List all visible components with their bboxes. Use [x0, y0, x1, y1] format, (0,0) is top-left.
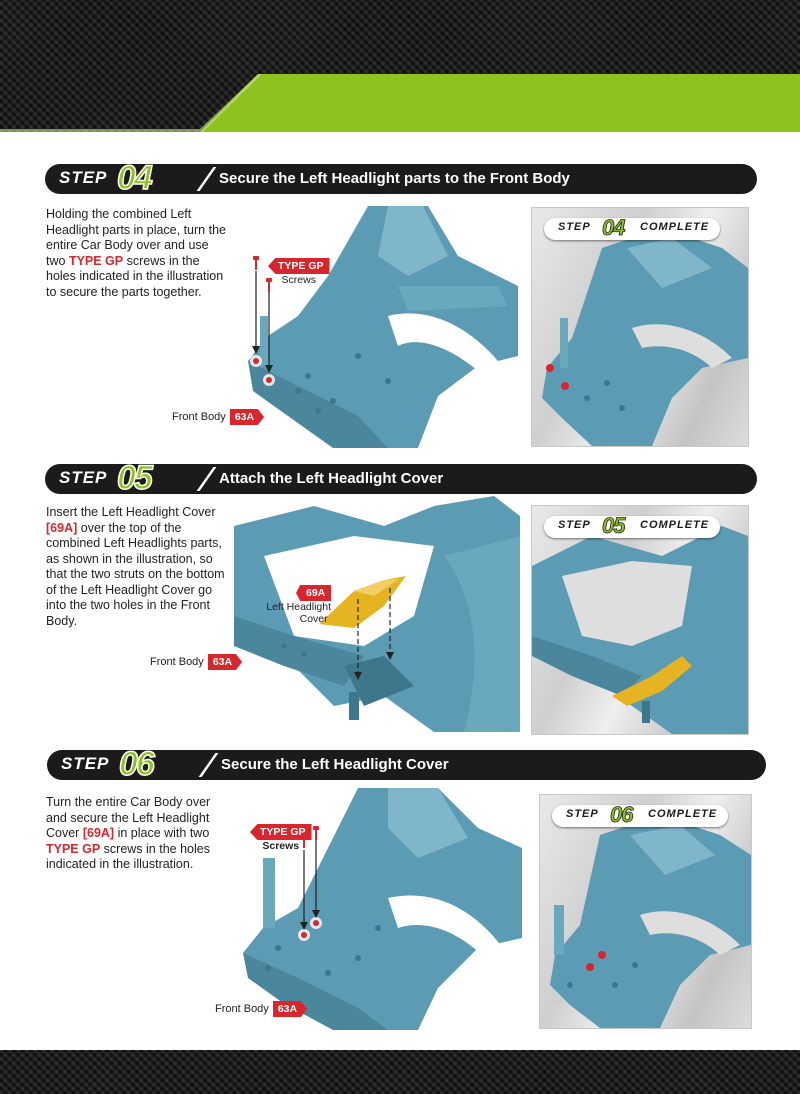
- instr-text: Turn the entire Car Body over and secure…: [46, 795, 211, 840]
- step-05-complete-panel: STEP 05 COMPLETE: [531, 505, 749, 735]
- step-04-title: Secure the Left Headlight parts to the F…: [219, 170, 570, 187]
- badge-number: 05: [602, 513, 626, 539]
- step-05-word: STEP: [59, 468, 108, 487]
- instr-text: in place with two: [114, 826, 210, 840]
- body-name: Front Body: [150, 656, 204, 668]
- step-05-illustration: [234, 496, 520, 732]
- step-04-instructions: Holding the combined Left Headlight part…: [46, 207, 226, 300]
- body-name: Front Body: [172, 411, 226, 423]
- step-06-complete-badge: STEP 06 COMPLETE: [552, 802, 728, 828]
- badge-number: 04: [602, 215, 626, 241]
- badge-complete-word: COMPLETE: [640, 519, 710, 531]
- step-06-word: STEP: [61, 754, 110, 773]
- screw-code-tag: TYPE GP: [250, 824, 312, 840]
- badge-step-word: STEP: [566, 808, 599, 820]
- badge-step-word: STEP: [558, 519, 591, 531]
- step-06-complete-panel: STEP 06 COMPLETE: [539, 794, 752, 1029]
- instr-text: screws in the holes indicated in the ill…: [46, 841, 210, 872]
- instr-code: [69A]: [82, 826, 115, 840]
- step-05-cover-label: 69A Left Headlight Cover: [266, 585, 332, 625]
- step-04-complete-panel: STEP 04 COMPLETE: [531, 207, 749, 447]
- instr-text: Holding the combined Left Headlight part…: [46, 207, 226, 268]
- body-name: Front Body: [215, 1003, 269, 1015]
- footer-carbon-band: [0, 1050, 800, 1094]
- step-05-header: STEP 05 Attach the Left Headlight Cover: [45, 459, 757, 497]
- step-06-header: STEP 06 Secure the Left Headlight Cover: [47, 745, 766, 783]
- screw-name: Screws: [262, 840, 300, 852]
- instr-code: TYPE GP: [46, 841, 101, 856]
- instr-text: Insert the Left Headlight Cover: [46, 505, 216, 519]
- step-05-complete-badge: STEP 05 COMPLETE: [544, 513, 720, 539]
- instr-text: over the top of the combined Left Headli…: [46, 520, 225, 628]
- step-06-instructions: Turn the entire Car Body over and secure…: [46, 795, 231, 873]
- step-06-number: 06: [118, 745, 155, 783]
- cover-name-line2: Cover: [299, 613, 328, 625]
- badge-complete-word: COMPLETE: [648, 808, 718, 820]
- cover-name-line1: Left Headlight: [266, 601, 332, 613]
- step-05-number: 05: [116, 459, 153, 497]
- header-carbon-band: [0, 0, 800, 132]
- cover-code-tag: 69A: [296, 585, 332, 601]
- screw-code-tag: TYPE GP: [268, 258, 330, 274]
- instr-code: TYPE GP: [68, 253, 124, 268]
- step-04-body-label: Front Body 63A: [172, 409, 265, 425]
- body-code-tag: 63A: [272, 1001, 308, 1017]
- instr-text: screws in the holes indicated in the ill…: [46, 253, 224, 299]
- step-06-title: Secure the Left Headlight Cover: [221, 756, 449, 773]
- step-04-illustration: [238, 196, 518, 448]
- step-04-word: STEP: [59, 168, 108, 187]
- screw-name: Screws: [281, 274, 316, 286]
- step-05-instructions: Insert the Left Headlight Cover [69A] ov…: [46, 505, 231, 629]
- step-06-body-label: Front Body 63A: [215, 1001, 308, 1017]
- step-06-screw-label: TYPE GP Screws: [250, 824, 312, 852]
- instr-code: [69A]: [46, 520, 78, 535]
- step-05-title: Attach the Left Headlight Cover: [219, 470, 444, 487]
- badge-complete-word: COMPLETE: [640, 221, 710, 233]
- step-04-complete-badge: STEP 04 COMPLETE: [544, 215, 720, 241]
- badge-step-word: STEP: [558, 221, 591, 233]
- step-04-number: 04: [116, 159, 153, 197]
- header-green-band: [0, 74, 800, 132]
- step-04-screw-label: TYPE GP Screws: [268, 258, 330, 286]
- body-code-tag: 63A: [207, 654, 243, 670]
- step-04-header: STEP 04 Secure the Left Headlight parts …: [45, 159, 757, 197]
- step-05-body-label: Front Body 63A: [150, 654, 243, 670]
- body-code-tag: 63A: [229, 409, 265, 425]
- step-06-illustration: [238, 788, 522, 1030]
- badge-number: 06: [610, 802, 634, 828]
